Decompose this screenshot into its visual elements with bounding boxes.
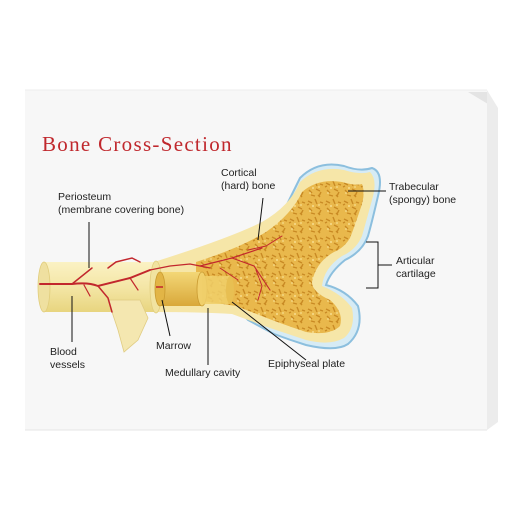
label-periosteum: Periosteum (membrane covering bone) <box>58 191 184 217</box>
label-blood-vessels: Blood vessels <box>50 346 85 372</box>
marrow-cylinder <box>154 271 234 307</box>
diagram-title: Bone Cross-Section <box>42 132 233 156</box>
leader-lines <box>71 190 392 365</box>
label-blood-line2: vessels <box>50 359 86 371</box>
label-articular-cartilage: Articular cartilage <box>396 255 436 281</box>
blood-vessels <box>39 235 283 313</box>
label-trabecular-bone: Trabecular (spongy) bone <box>389 181 456 207</box>
label-periosteum-line2: (membrane covering bone) <box>58 204 185 216</box>
label-cortical-bone: Cortical (hard) bone <box>221 167 275 193</box>
label-trabecular-line1: Trabecular <box>389 181 439 193</box>
label-blood-line1: Blood <box>50 346 77 358</box>
label-articular-line2: cartilage <box>396 268 436 280</box>
label-periosteum-line1: Periosteum <box>58 191 112 203</box>
label-medullary-cavity: Medullary cavity <box>165 367 241 379</box>
label-epiphyseal-plate: Epiphyseal plate <box>268 358 346 370</box>
label-cortical-line1: Cortical <box>221 167 257 179</box>
label-articular-line1: Articular <box>396 255 435 267</box>
label-marrow: Marrow <box>156 340 192 352</box>
label-trabecular-line2: (spongy) bone <box>389 194 457 206</box>
label-cortical-line2: (hard) bone <box>221 180 276 192</box>
